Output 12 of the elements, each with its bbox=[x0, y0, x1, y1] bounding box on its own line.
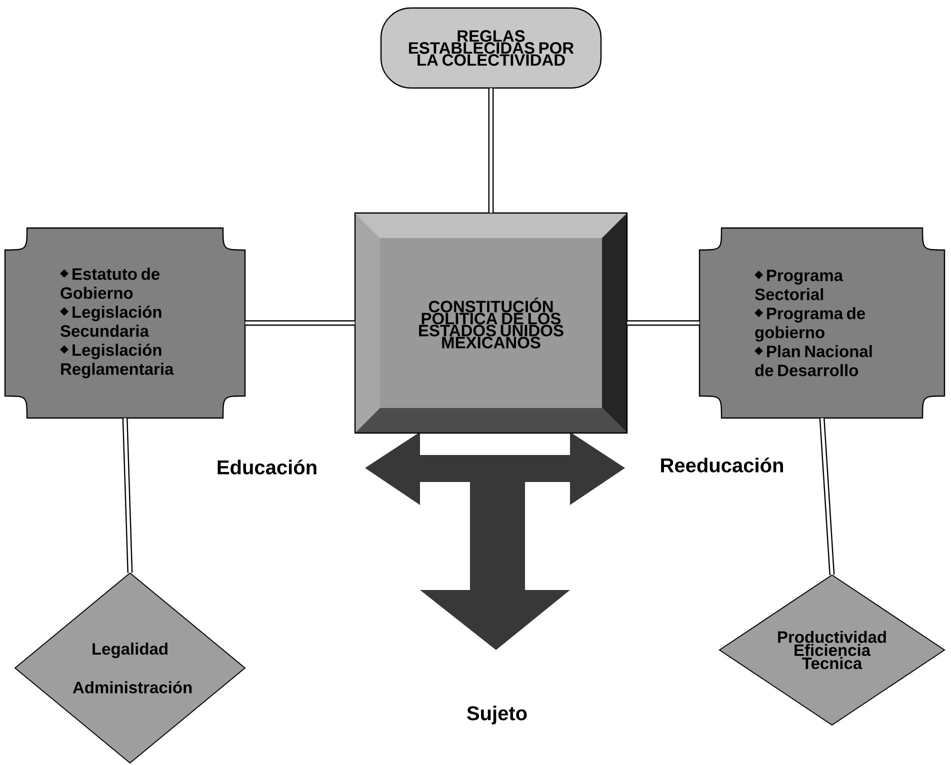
connector-line bbox=[122, 418, 133, 573]
text-label: Sujeto bbox=[467, 706, 527, 724]
notched-box: Programa Sectorial Programa de gobierno Plan Nacional de Desarrollo bbox=[698, 227, 946, 419]
bevel-box: CONSTITUCIÓN POLITICA DE LOS ESTADOS UNIDOS MEXICANOS bbox=[354, 212, 628, 434]
text-label: Educación bbox=[218, 460, 316, 474]
connector-line bbox=[627, 320, 700, 326]
connector-line bbox=[245, 320, 355, 326]
notched-box: Estatuto de Gobierno Legislación Secundaria Legislación Reglamentaria bbox=[4, 227, 246, 419]
connector-line bbox=[819, 418, 835, 575]
rounded-box: REGLAS ESTABLECIDAS POR LA COLECTIVIDAD bbox=[380, 7, 602, 89]
connector-line bbox=[488, 88, 494, 213]
text-label: Reeducación bbox=[661, 458, 783, 472]
